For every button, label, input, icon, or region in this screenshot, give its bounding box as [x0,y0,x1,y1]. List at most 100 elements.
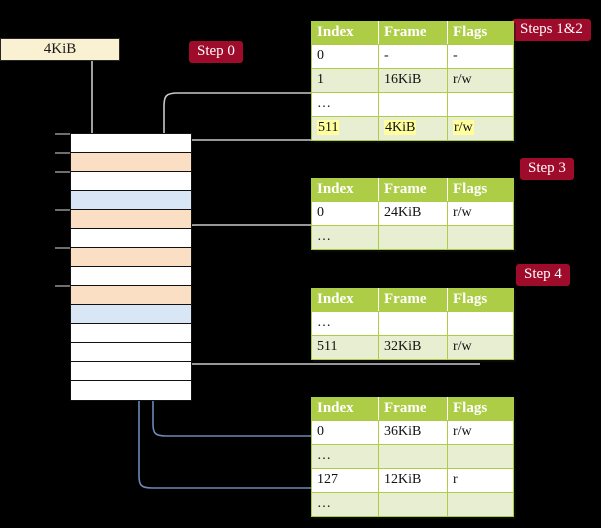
cell-index: … [311,225,379,250]
memory-frame-row [71,381,191,400]
cell-index: 511 [311,116,379,141]
steps-1-2-label: Steps 1&2 [520,21,583,37]
step-4-badge: Step 4 [516,264,570,286]
cell-frame: 12KiB [378,468,448,493]
memory-frame-tick [55,171,70,173]
cell-frame: - [378,44,448,69]
cell-flags: r/w [447,201,514,226]
table-row: … [311,444,514,469]
column-header-frame: Frame [378,21,448,45]
virtual-address-box: 4KiB [0,38,120,61]
memory-frame-row [71,362,191,381]
column-header-flags: Flags [447,21,514,45]
cell-index: 1 [311,68,379,93]
memory-frame-row [55,209,191,229]
cell-flags: r/w [447,68,514,93]
memory-frame-tick [55,133,70,135]
step-4-label: Step 4 [524,266,562,282]
step-0-label: Step 0 [197,43,235,59]
column-header-frame: Frame [378,288,448,312]
column-header-index: Index [311,21,379,45]
cell-index: 0 [311,420,379,445]
virtual-address-label: 4KiB [43,41,77,57]
cell-flags: r [447,468,514,493]
table-row: 0-- [311,44,514,69]
cell-frame [378,92,448,117]
table-row: 511 4KiB r/w [311,116,514,141]
cell-index: 127 [311,468,379,493]
ellipsis-text: … [317,229,332,244]
column-header-flags: Flags [447,397,514,421]
column-header-index: Index [311,178,379,202]
column-header-flags: Flags [447,288,514,312]
step-3-badge: Step 3 [520,158,574,180]
highlighted-text: r/w [453,120,474,135]
memory-frame-row [71,229,191,248]
table-row: … [311,92,514,117]
cell-index: … [311,444,379,469]
cell-frame: 4KiB [378,116,448,141]
column-header-flags: Flags [447,178,514,202]
memory-frame-row [71,305,191,324]
memory-frame-tick [55,209,70,211]
cell-flags [447,311,514,336]
cell-flags: - [447,44,514,69]
column-header-frame: Frame [378,178,448,202]
steps-1-2-badge: Steps 1&2 [512,19,591,41]
cell-index: … [311,311,379,336]
column-header-index: Index [311,397,379,421]
cell-flags [447,225,514,250]
table-row: … [311,225,514,250]
cell-flags: r/w [447,335,514,360]
cell-index: 511 [311,335,379,360]
memory-frame-row [71,324,191,343]
cell-index: 0 [311,201,379,226]
memory-frame-row [55,133,191,153]
cell-frame [378,225,448,250]
memory-frame-row [55,285,191,305]
memory-frame-tick [55,247,70,249]
cell-flags: r/w [447,420,514,445]
cell-frame: 24KiB [378,201,448,226]
cell-index: … [311,92,379,117]
cell-flags [447,92,514,117]
column-header-frame: Frame [378,397,448,421]
cell-flags: r/w [447,116,514,141]
memory-frame-row [71,267,191,286]
cell-frame [378,492,448,517]
highlighted-text: 4KiB [384,120,417,135]
cell-index: 0 [311,44,379,69]
memory-frame-row [55,247,191,267]
step-3-label: Step 3 [528,160,566,176]
cell-flags [447,492,514,517]
step-0-badge: Step 0 [189,41,243,63]
ellipsis-text: … [317,496,332,511]
memory-frame-row [71,191,191,210]
memory-frame-tick [55,285,70,287]
cell-index: … [311,492,379,517]
highlighted-text: 511 [317,120,340,135]
memory-frame-tick [55,152,70,154]
memory-frame-row [71,343,191,362]
column-header-index: Index [311,288,379,312]
cell-frame [378,311,448,336]
memory-frame-row [55,152,191,172]
ellipsis-text: … [317,96,332,111]
table-row: … [311,311,514,336]
ellipsis-text: … [317,315,332,330]
cell-frame: 36KiB [378,420,448,445]
ellipsis-text: … [317,448,332,463]
